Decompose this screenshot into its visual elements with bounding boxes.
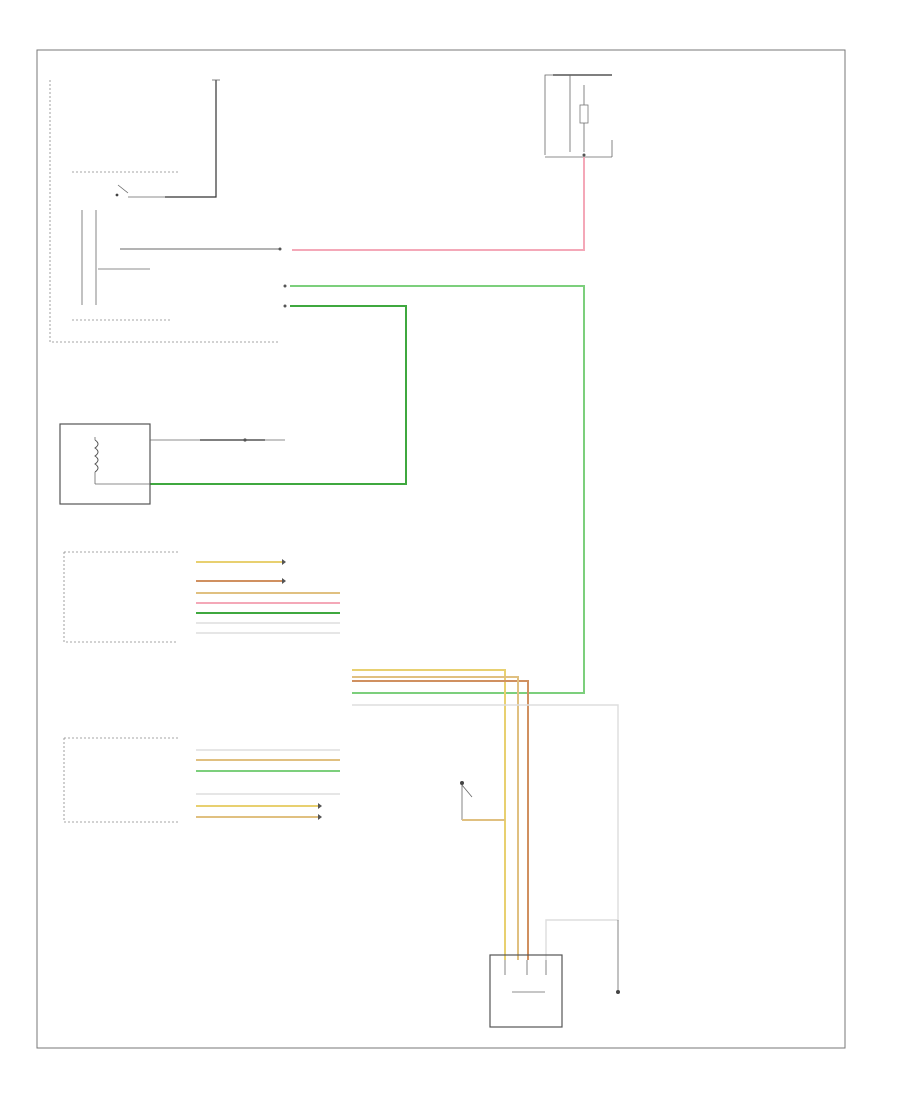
ac-compressor-clutch — [59, 423, 285, 505]
clutch-box — [59, 423, 151, 505]
relay-terminal-1 — [278, 247, 282, 251]
diagram-frame — [36, 49, 846, 1049]
ground-point-1-diag — [461, 784, 473, 798]
clutch-splice — [243, 438, 247, 442]
top-right-module — [544, 74, 613, 158]
ac-pressure-sensor — [489, 954, 563, 1028]
relay-terminal-3 — [283, 304, 287, 308]
top-right-module-outline — [544, 74, 555, 155]
relay-terminal-2 — [283, 284, 287, 288]
fuse-feed-wire — [165, 80, 217, 198]
dark-green-wire — [150, 305, 407, 485]
ground-point-1-terminal — [460, 781, 464, 785]
ground-point-2-terminal — [616, 990, 620, 994]
ecm1-outline — [63, 552, 178, 643]
fuse-element — [579, 104, 589, 124]
light-green-wire — [290, 285, 585, 694]
relay-block — [49, 79, 287, 343]
yellow-sensor-wire — [352, 669, 506, 960]
pressure-sensor-box — [489, 954, 563, 1028]
ground-point-1 — [460, 781, 505, 821]
tan-sensor-wire — [352, 676, 519, 960]
ecm1-arrow-1 — [282, 559, 286, 565]
gray-ground-wire — [352, 704, 619, 960]
orange-sensor-wire — [352, 680, 529, 960]
ecm2-arrow-2 — [318, 814, 322, 820]
ground-point-2 — [616, 920, 620, 994]
relay-block-outline — [49, 80, 278, 343]
top-right-terminal — [582, 153, 586, 157]
ecm2-outline — [63, 738, 178, 823]
switch-pivot — [115, 193, 119, 197]
ecm2-arrow-1 — [318, 803, 322, 809]
switch-contact — [117, 184, 129, 194]
ecm1-arrow-2 — [282, 578, 286, 584]
clutch-coil-icon — [94, 439, 99, 473]
pink-wire — [292, 157, 585, 251]
ecm-connector-2 — [63, 737, 340, 823]
ecm-connector-1 — [63, 551, 340, 643]
